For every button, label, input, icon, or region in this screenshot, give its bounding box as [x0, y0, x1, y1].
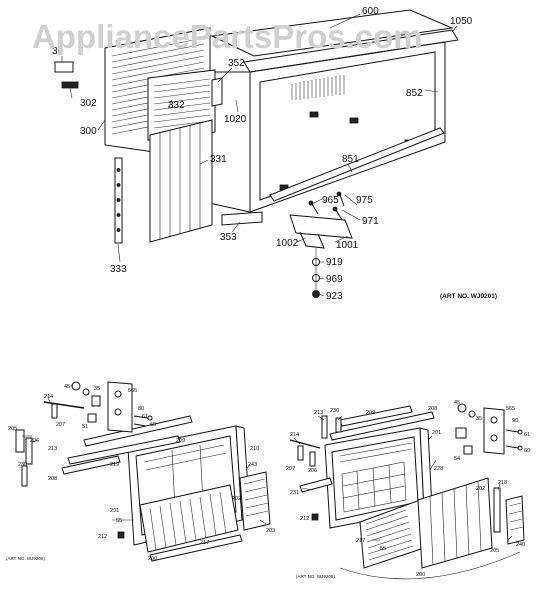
rail-1050	[243, 29, 459, 73]
rail-209-right	[329, 411, 435, 441]
label-55-br: 55	[380, 546, 386, 552]
label-60-br: 60	[524, 448, 530, 454]
art-number-bottom-left: (ART NO. WJ9206)	[6, 556, 45, 561]
bottom-right-grille-diagram: 213 230 209 208 45 35 565 90 61 60 214 2…	[286, 400, 530, 580]
label-212-bl: 212	[98, 534, 107, 540]
bracket-352	[211, 77, 223, 107]
label-201-br: 201	[432, 430, 441, 436]
label-213-bl: 213	[48, 446, 57, 452]
rail-209-left	[83, 415, 193, 447]
label-214-br: 214	[290, 432, 299, 438]
label-969: 969	[326, 274, 343, 285]
label-209-bl: 209	[176, 438, 185, 444]
label-965: 965	[322, 195, 339, 206]
label-240-br: 240	[516, 542, 525, 548]
label-61-bl: 61	[142, 414, 148, 420]
label-208-bl: 208	[48, 476, 57, 482]
control-panel-left	[107, 381, 133, 433]
label-923: 923	[326, 291, 343, 302]
label-217-bl: 217	[200, 540, 209, 546]
label-219-bl: 219	[110, 462, 119, 468]
label-1001: 1001	[336, 240, 359, 251]
art-number-top: (ART NO. WJ9201)	[440, 293, 497, 300]
label-565-bl: 565	[128, 388, 137, 394]
label-202-br: 202	[476, 486, 485, 492]
label-565-br: 565	[506, 406, 515, 412]
label-203-bl: 203	[266, 528, 275, 534]
label-975: 975	[356, 195, 373, 206]
label-213-br: 213	[314, 410, 323, 416]
top-rail	[210, 9, 454, 57]
piece-240	[505, 495, 525, 545]
label-300: 300	[80, 126, 97, 137]
label-353: 353	[220, 232, 237, 243]
label-55-bl: 55	[116, 518, 122, 524]
label-35-br: 35	[476, 416, 482, 422]
clip-30	[54, 61, 74, 73]
control-panel-right	[483, 407, 505, 455]
label-80-bl: 80	[138, 406, 144, 412]
label-200-br: 200	[416, 572, 425, 578]
label-205-br: 205	[490, 548, 499, 554]
base-rail	[269, 127, 445, 202]
louver-right	[417, 477, 493, 569]
screws	[308, 191, 345, 221]
label-851: 851	[342, 154, 359, 165]
label-1020: 1020	[224, 114, 247, 125]
label-1002: 1002	[276, 238, 299, 249]
label-207-bl: 207	[56, 422, 65, 428]
label-207-br: 207	[286, 466, 295, 472]
label-45-bl: 45	[64, 384, 70, 390]
label-205-bl: 205	[8, 426, 17, 432]
grille-203	[239, 471, 271, 531]
label-217-br: 217	[356, 538, 365, 544]
label-210-bl: 210	[250, 446, 259, 452]
label-331: 331	[210, 154, 227, 165]
label-206-br: 206	[308, 468, 317, 474]
label-352: 352	[228, 58, 245, 69]
bottom-left-grille-diagram: 45 35 565 214 207 51 80 60 61 205 206 21…	[6, 381, 275, 562]
label-1050: 1050	[450, 16, 473, 27]
label-971: 971	[362, 216, 379, 227]
label-60-bl: 60	[150, 422, 156, 428]
label-919: 919	[326, 257, 343, 268]
label-332: 332	[168, 100, 185, 111]
label-228-br: 228	[434, 466, 443, 472]
mount-bracket	[289, 214, 353, 239]
label-218-br: 218	[498, 480, 507, 486]
label-208-br: 208	[428, 406, 437, 412]
label-302: 302	[80, 98, 97, 109]
art-number-bottom-right: (ART NO. WJ9205)	[296, 574, 335, 579]
label-51-bl: 51	[82, 424, 88, 430]
label-30: 30	[52, 46, 64, 57]
label-35-bl: 35	[94, 386, 100, 392]
label-212-br: 212	[300, 516, 309, 522]
top-cabinet-diagram: 30 302 300 332 352 1020 331 333 353 600 …	[52, 6, 497, 302]
filter-left	[139, 484, 239, 553]
label-201-bl: 201	[110, 508, 119, 514]
label-333: 333	[110, 264, 127, 275]
label-214-bl: 214	[44, 394, 53, 400]
label-61-br: 61	[524, 432, 530, 438]
clip-302	[61, 81, 79, 89]
label-90-br: 90	[512, 418, 518, 424]
label-243-bl: 243	[248, 462, 257, 468]
bracket-353	[221, 211, 263, 226]
louver-panel	[149, 119, 213, 243]
label-206-bl: 206	[30, 438, 39, 444]
label-202-bl: 202	[232, 496, 241, 502]
label-200-bl: 200	[148, 556, 157, 562]
label-45-br: 45	[454, 400, 460, 406]
label-230-bl: 230	[18, 462, 27, 468]
label-600: 600	[362, 6, 379, 17]
label-852: 852	[406, 88, 423, 99]
label-231-br: 231	[290, 490, 299, 496]
site-watermark: AppliancePartsPros.com	[32, 18, 423, 55]
label-209-br: 209	[366, 410, 375, 416]
label-54-br: 54	[454, 456, 460, 462]
label-230-br: 230	[330, 408, 339, 414]
